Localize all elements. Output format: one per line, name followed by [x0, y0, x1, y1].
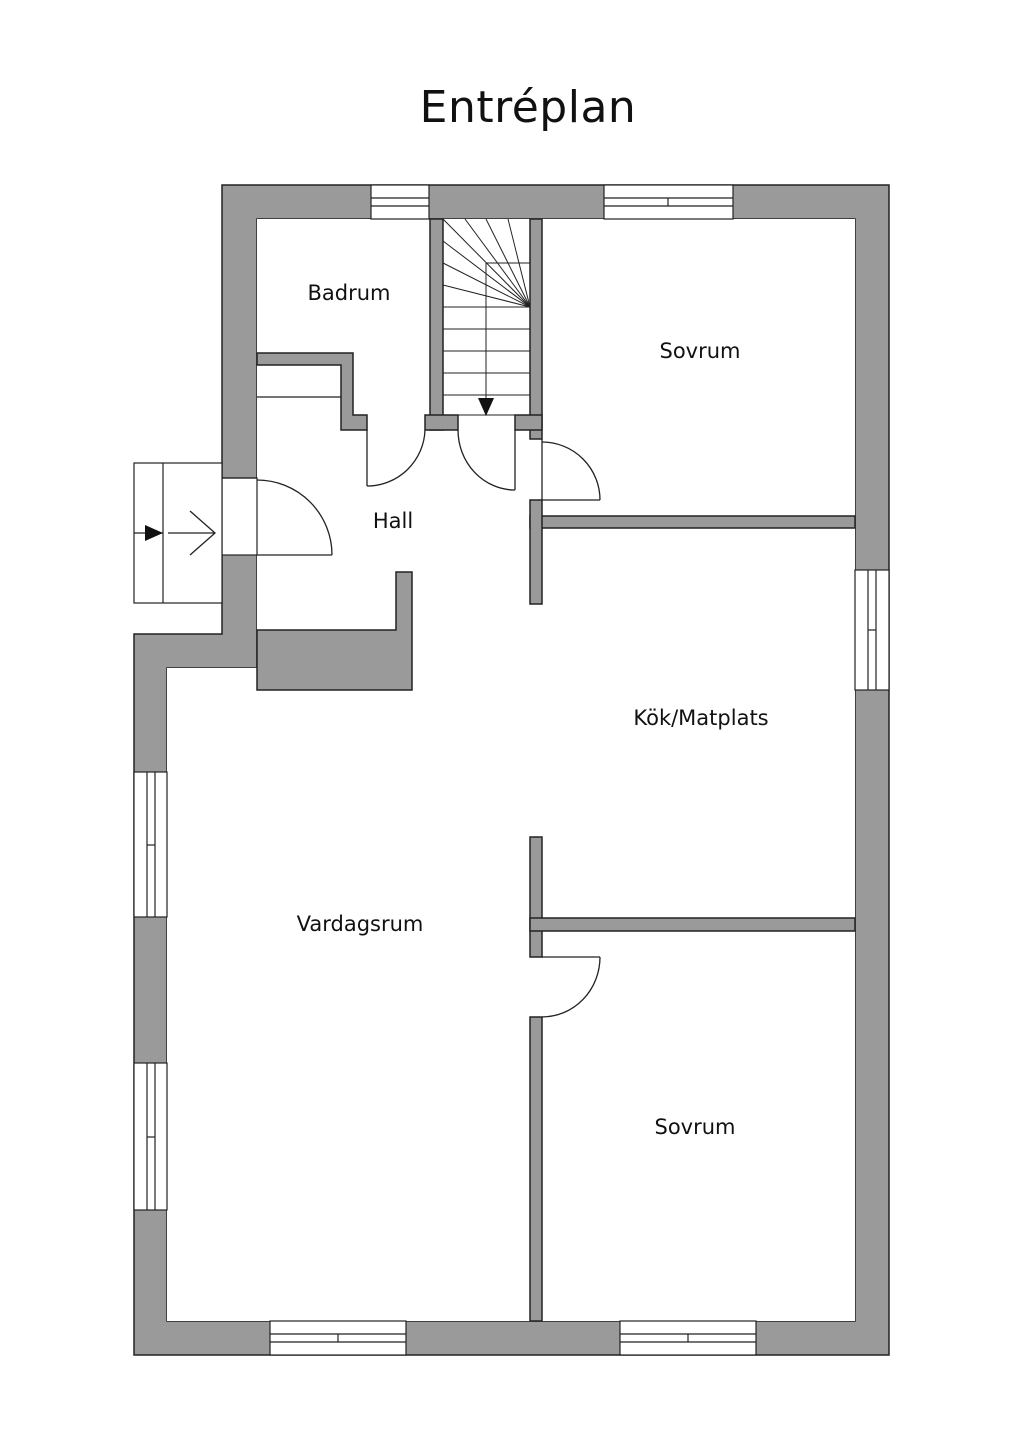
staircase [442, 218, 531, 416]
window-bottom-living [269, 1320, 407, 1356]
door-bedroom-bottom[interactable] [541, 956, 601, 1018]
wall-bedroom-bottom-top [529, 917, 856, 932]
entrance-arrow-icon [145, 510, 216, 556]
room-label-hall: Hall [373, 509, 413, 533]
room-label-vardagsrum: Vardagsrum [297, 912, 424, 936]
doors [222, 429, 601, 1018]
wall-hall-kitchen [529, 499, 543, 605]
wall-bath-stairs [429, 218, 444, 431]
room-label-sovrum-top: Sovrum [659, 339, 740, 363]
wall-hall-closet [256, 571, 413, 691]
door-bathroom[interactable] [366, 429, 426, 487]
interior-walls [256, 218, 856, 1322]
room-label-badrum: Badrum [307, 281, 390, 305]
window-left-living-2 [133, 1062, 168, 1211]
windows [133, 184, 890, 1356]
stairs-down-arrow-icon [478, 398, 494, 416]
interior-fill [167, 219, 855, 1321]
wall-stairs-right [529, 218, 543, 440]
door-stairs[interactable] [457, 429, 516, 491]
window-left-living-1 [133, 771, 168, 918]
window-right-kitchen [854, 569, 890, 691]
wall-living-bedroom [529, 1016, 543, 1322]
wall-bedroom-top-bottom [529, 515, 856, 529]
page-title: Entréplan [419, 82, 637, 133]
door-entrance[interactable] [222, 477, 333, 556]
wall-under-stairs-left [424, 414, 459, 431]
door-bedroom-top[interactable] [541, 439, 601, 501]
window-bottom-bedroom [619, 1320, 757, 1356]
entrance-opening [221, 477, 258, 556]
window-top-bedroom [603, 184, 734, 220]
wall-kitchen-living [529, 836, 543, 958]
window-top-bath [370, 184, 430, 220]
room-label-kok-matplats: Kök/Matplats [633, 706, 768, 730]
wall-under-stairs-right [514, 414, 543, 431]
room-label-sovrum-bottom: Sovrum [654, 1115, 735, 1139]
